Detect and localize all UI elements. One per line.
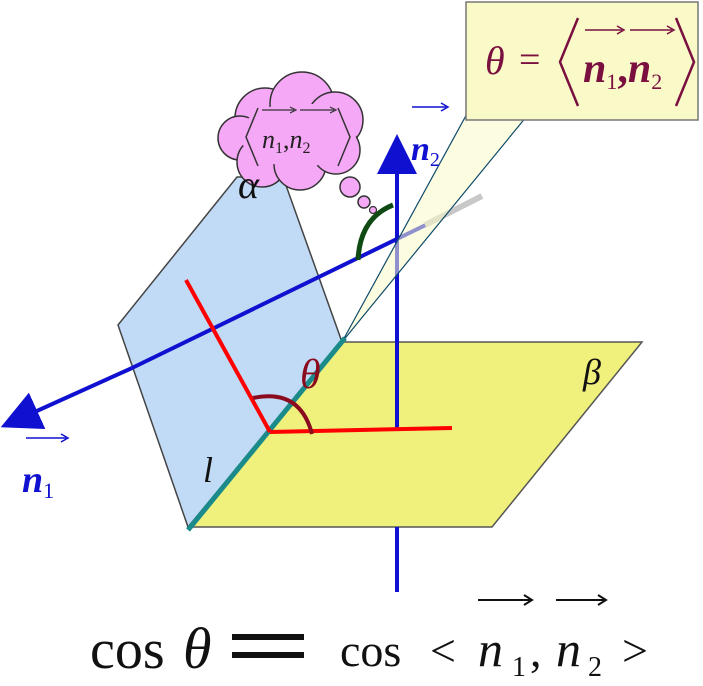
red-line-in-beta: [269, 426, 453, 434]
label-alpha: α: [238, 162, 260, 207]
svg-text:n1: n1: [22, 459, 54, 503]
label-n1: n: [22, 459, 43, 501]
formula-cos-left: cos: [90, 619, 165, 681]
plane-alpha: [117, 176, 343, 529]
normal-n1-arrow: [0, 366, 133, 430]
svg-text:,: ,: [530, 625, 542, 676]
callout-n2: n: [628, 46, 651, 92]
formula-lt: <: [430, 625, 456, 676]
formula-equals: [232, 634, 304, 640]
red-line-in-alpha: [184, 279, 272, 433]
callout-box: θ = n1,n2: [465, 1, 699, 121]
svg-text:1: 1: [512, 652, 526, 683]
callout-theta: θ: [485, 38, 505, 83]
formula-theta: θ: [183, 616, 212, 681]
thought-dot-3: [368, 205, 378, 215]
formula-cos-right: cos: [340, 625, 401, 676]
normal-n1-line: [131, 216, 441, 370]
formula-n2: n: [556, 621, 581, 677]
thought-n1: n: [262, 125, 275, 154]
label-l: l: [203, 450, 213, 490]
formula-n1: n: [478, 621, 503, 677]
svg-text:n2: n2: [411, 131, 440, 171]
callout-pointer: [341, 89, 542, 343]
thought-n2: n: [290, 125, 303, 154]
label-beta: β: [582, 352, 601, 392]
thought-dot-2: [357, 195, 371, 209]
cosine-formula: cos θ cos < n 1 , n 2 >: [90, 594, 648, 683]
callout-equals: =: [519, 39, 540, 81]
callout-n1: n: [583, 46, 606, 92]
formula-gt: >: [622, 625, 648, 676]
label-theta: θ: [300, 352, 321, 398]
svg-text:2: 2: [588, 652, 602, 683]
thought-dot-1: [339, 176, 361, 198]
svg-text:n1,n2: n1,n2: [262, 125, 311, 157]
dihedral-angle-arc: [252, 394, 314, 435]
edge-line-l: [186, 336, 347, 532]
label-n2: n: [411, 131, 430, 168]
thought-bubble: n1,n2: [217, 71, 378, 215]
svg-text:n1,n2: n1,n2: [583, 46, 662, 94]
normal-angle-arc: [355, 202, 394, 261]
